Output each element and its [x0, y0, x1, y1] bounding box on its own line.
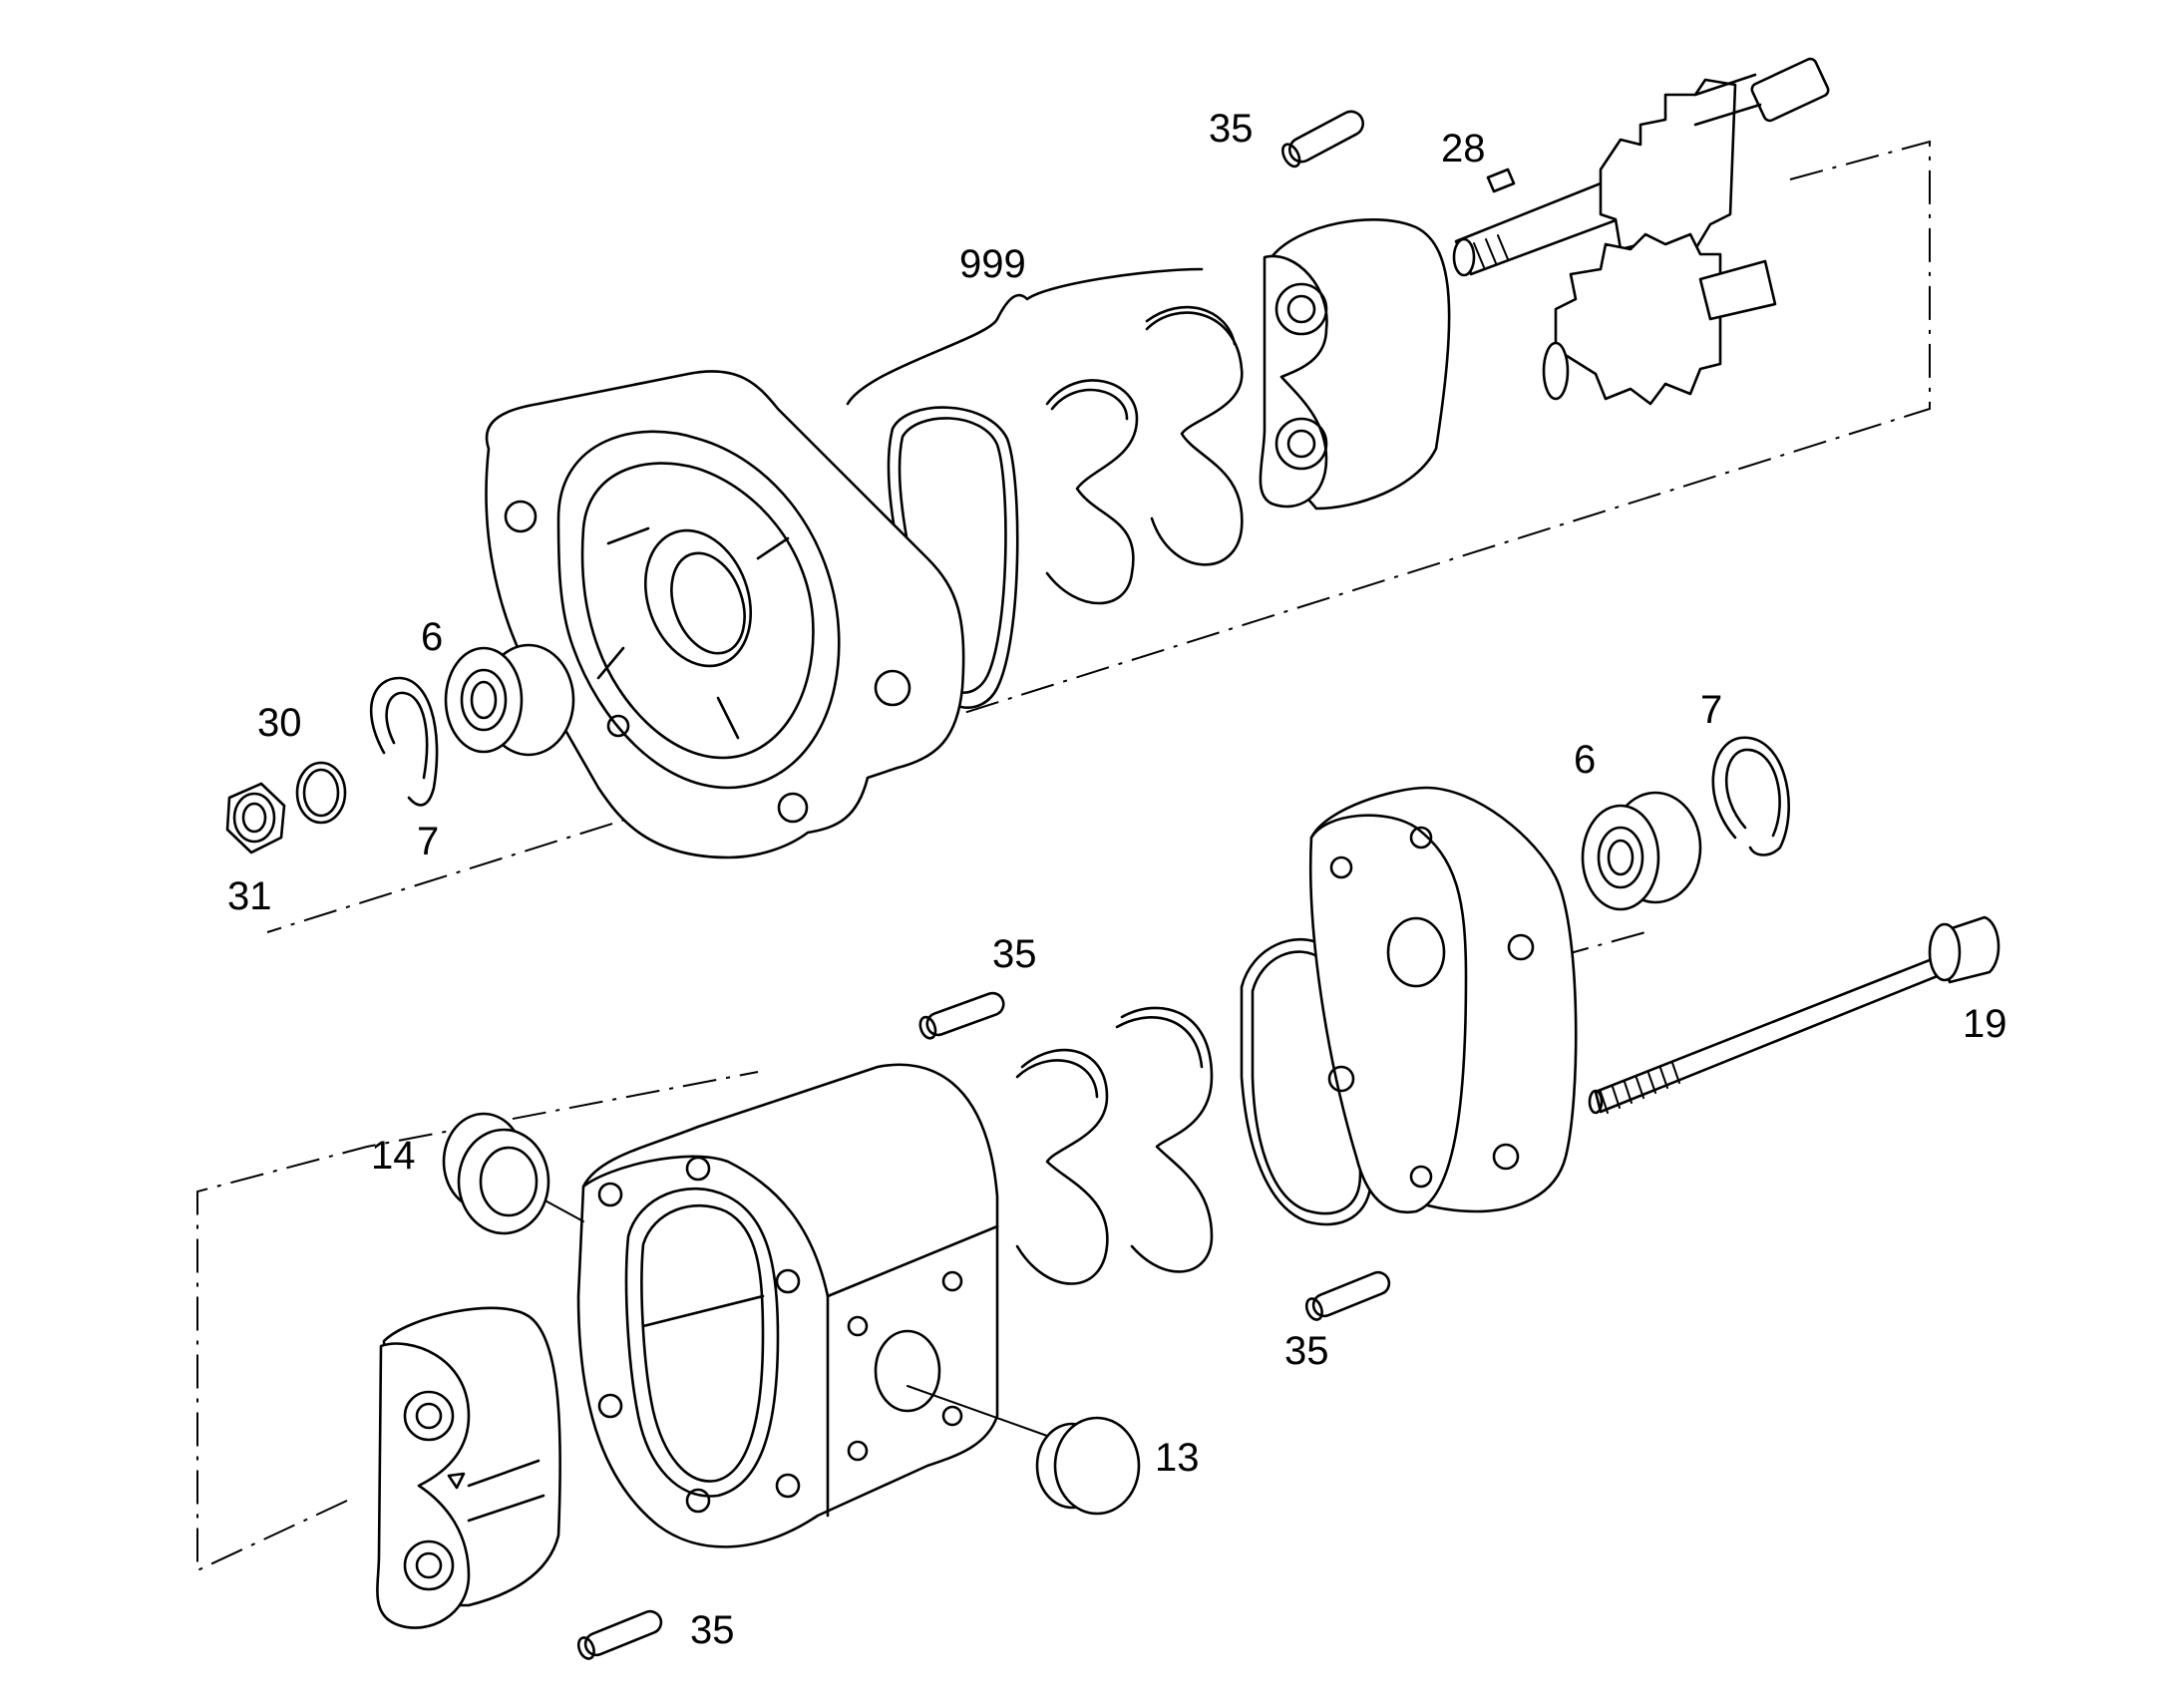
callout-14: 14: [371, 1134, 416, 1178]
roll-pin-bottom: [576, 1609, 663, 1660]
wire-seal-lower-a: [1015, 1048, 1109, 1285]
roll-pin-mid: [918, 991, 1005, 1040]
ball-bearing-lower: [1581, 791, 1702, 911]
plug-13: [1035, 1416, 1141, 1516]
callout-999: 999: [959, 242, 1026, 286]
circlip-lower: [1711, 736, 1790, 856]
idler-gear: [1542, 232, 1777, 406]
seal-kit-brace: [846, 267, 1204, 406]
retaining-ring-30: [295, 761, 347, 825]
callout-35-right: 35: [1284, 1329, 1329, 1373]
ball-bearing-upper: [444, 643, 575, 757]
end-cover: [1308, 786, 1578, 1214]
callout-6-lower: 6: [1574, 738, 1596, 782]
hex-nut: [225, 782, 286, 854]
callout-6: 6: [421, 615, 443, 659]
callout-13: 13: [1155, 1436, 1200, 1480]
mounting-flange: [485, 370, 965, 859]
callout-28: 28: [1441, 127, 1486, 171]
roll-pin-right: [1304, 1270, 1391, 1321]
callout-35-bottom: 35: [690, 1608, 735, 1652]
pump-body: [528, 1063, 1048, 1548]
bushing-block-lower: [376, 1306, 561, 1629]
roll-pin-top: [1281, 110, 1365, 169]
callout-labels: 35 28 999 6 30 7 31 6 7 35 19 14 35 13 3…: [227, 107, 2007, 1652]
wire-seal-upper-b: [1145, 305, 1244, 566]
bolt-19: [1588, 915, 2000, 1115]
callout-7: 7: [417, 820, 439, 863]
callout-30: 30: [257, 701, 302, 745]
wire-seal-upper-a: [1045, 379, 1139, 605]
callout-31: 31: [227, 874, 272, 918]
circlip-upper: [369, 676, 439, 807]
plug-14: [442, 1112, 550, 1235]
callout-19: 19: [1963, 1002, 2007, 1046]
callout-35-mid: 35: [992, 932, 1037, 976]
callout-35: 35: [1209, 107, 1254, 151]
drive-shaft-gear: [1452, 57, 1830, 277]
wire-seal-lower-b: [1115, 1006, 1214, 1273]
bushing-block-upper: [1259, 218, 1451, 511]
callout-7-lower: 7: [1700, 688, 1722, 732]
